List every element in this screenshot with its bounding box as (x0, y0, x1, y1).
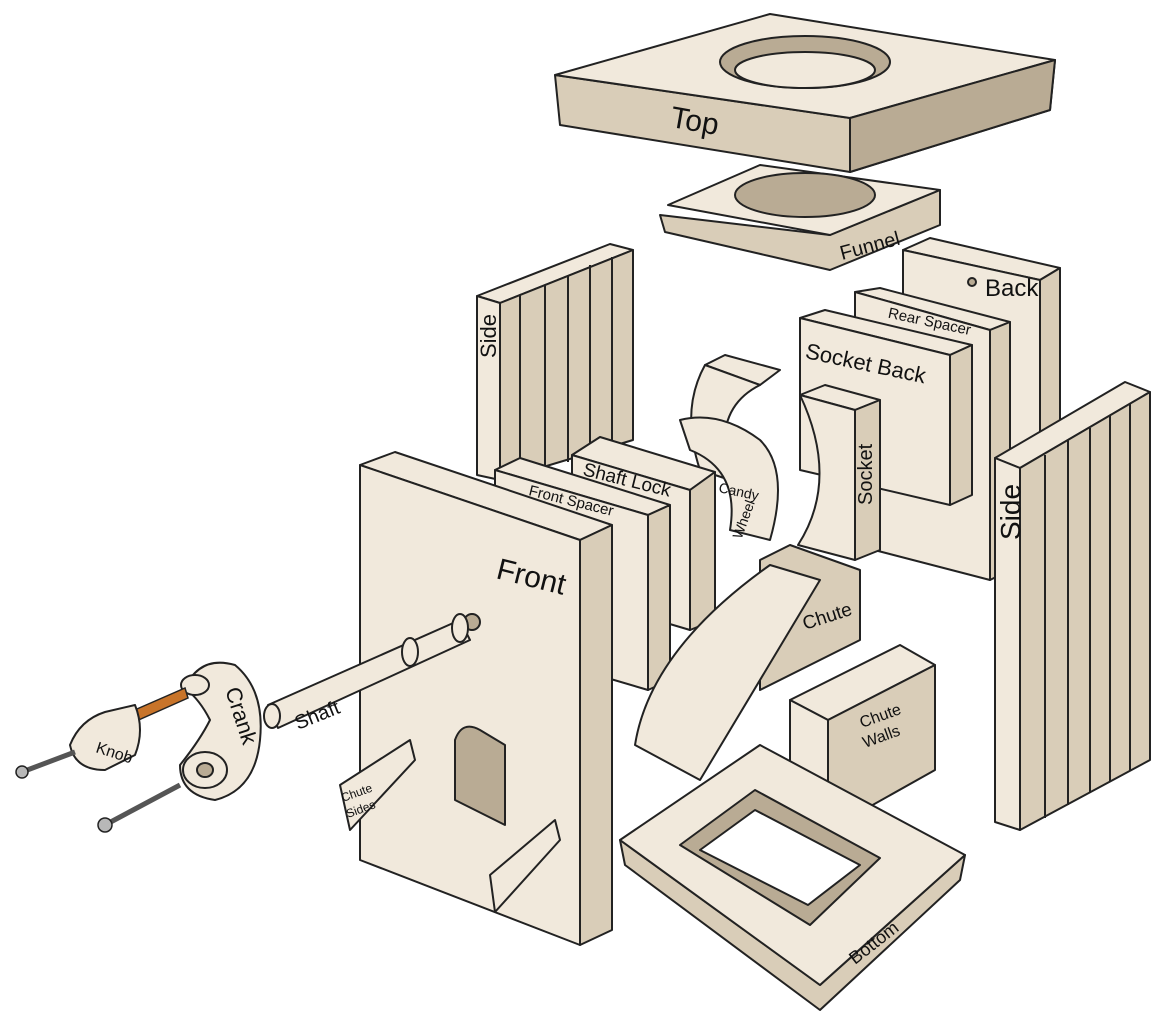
part-bottom: Bottom (619, 744, 966, 1011)
part-candy-wheel: Candy Wheel (679, 354, 781, 541)
part-shaft: Shaft (263, 613, 471, 735)
part-chute: Chute (634, 544, 861, 781)
part-socket: Socket (797, 384, 881, 561)
label-back: Back (985, 275, 1039, 302)
part-side-right: Side (994, 381, 1151, 831)
label-socket: Socket (855, 443, 877, 505)
part-side-left: Side (476, 243, 634, 481)
part-funnel: Funnel (659, 164, 941, 271)
part-crank: Crank (179, 661, 262, 801)
knob-screw (21, 749, 76, 775)
crank-screw (103, 782, 182, 828)
part-knob: Knob (15, 686, 189, 833)
part-front: Front (359, 451, 613, 946)
part-top: Top (554, 13, 1056, 173)
label-side-right: Side (995, 484, 1026, 540)
part-chute-walls: Chute Walls (789, 644, 936, 831)
label-side-left: Side (476, 314, 501, 358)
